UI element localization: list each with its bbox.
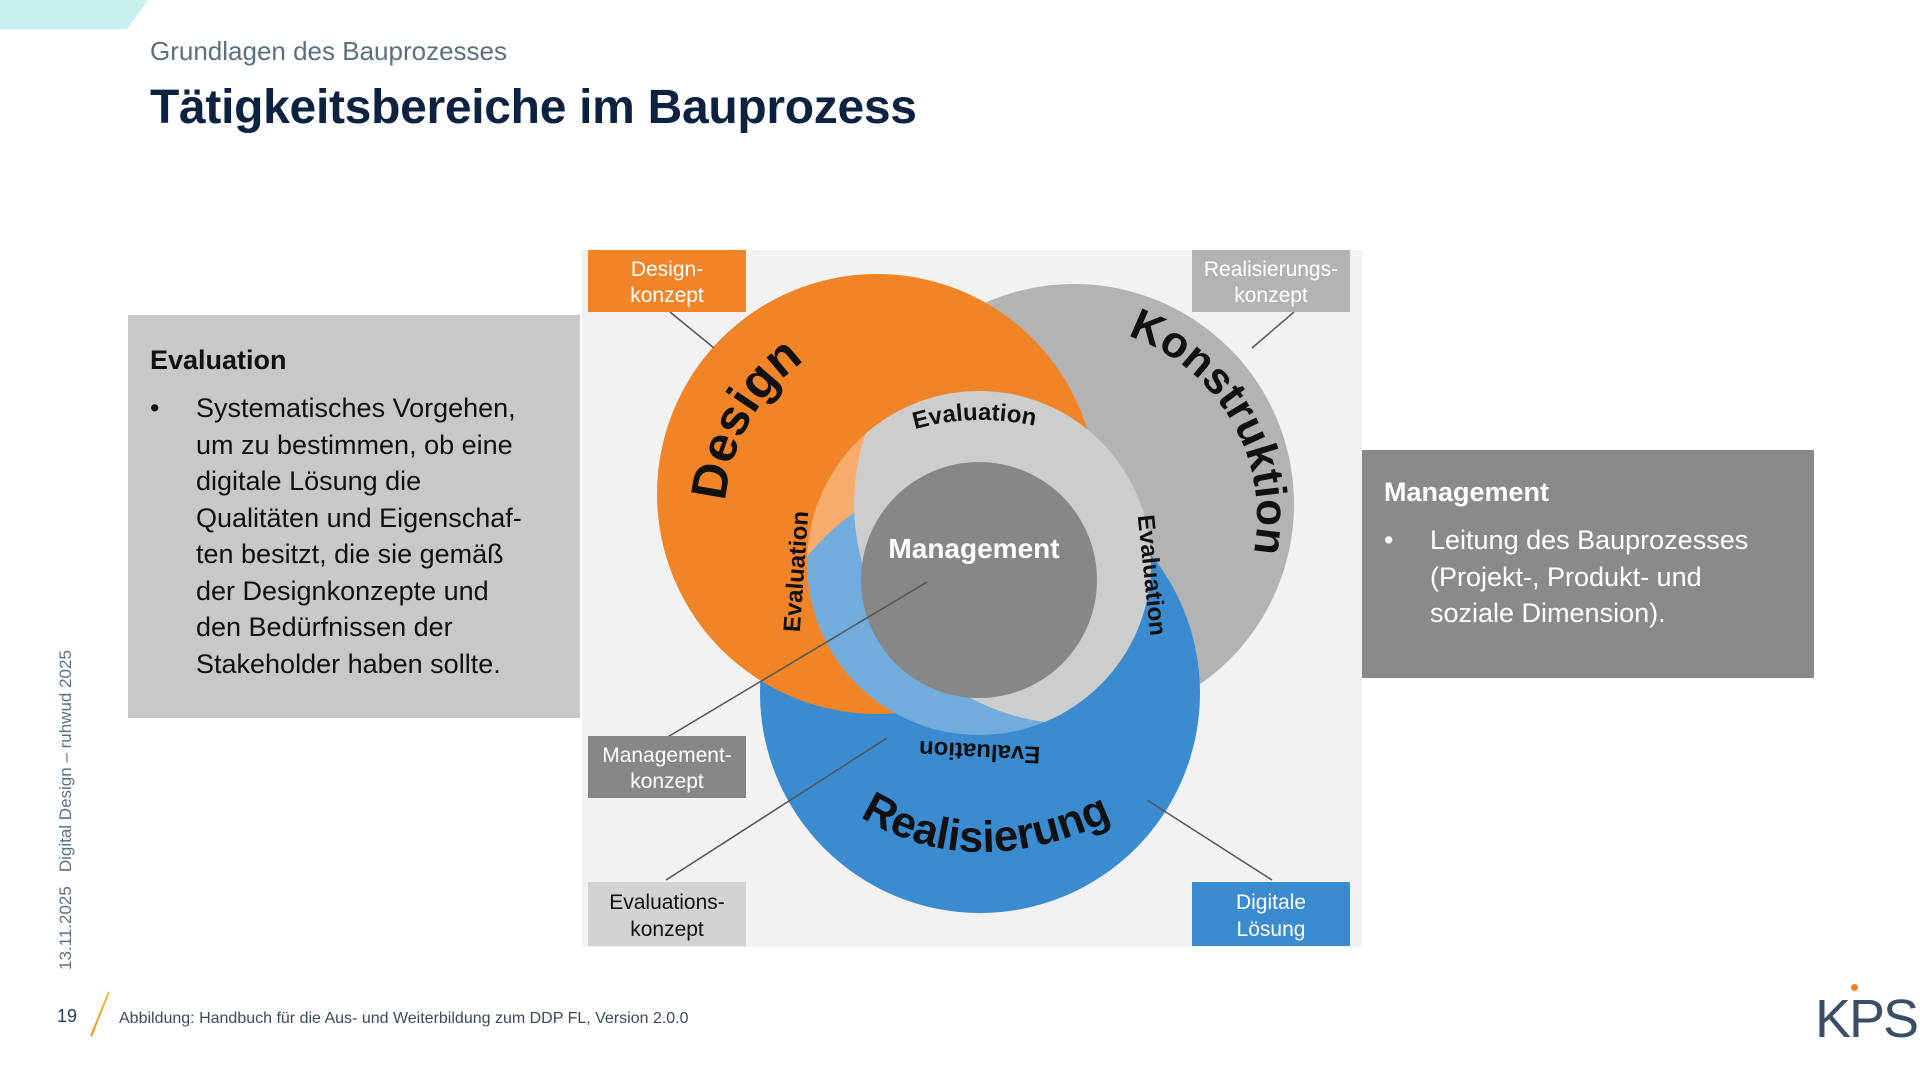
design-konzept-tag: Design- konzept (588, 250, 746, 312)
evaluations-konzept-tag: Evaluations- konzept (588, 882, 746, 946)
realisierungs-konzept-line2: konzept (1234, 284, 1308, 307)
evaluation-bullet: • Systematisches Vorgehen, um zu bestimm… (150, 390, 556, 682)
page-title: Tätigkeitsbereiche im Bauprozess (150, 81, 917, 134)
management-bullet-text: Leitung des Bauprozesses (Projekt-, Prod… (1430, 525, 1749, 628)
digitale-loesung-tag: Digitale Lösung (1192, 882, 1350, 946)
bauprozess-diagram: Design Konstruktion Realisierung Evaluat… (582, 250, 1362, 947)
bullet-icon: • (150, 393, 160, 423)
evaluations-konzept-line1: Evaluations- (609, 891, 725, 914)
evaluations-konzept-line2: konzept (630, 918, 704, 941)
section-kicker: Grundlagen des Bauprozesses (150, 36, 508, 66)
realisierungs-konzept-tag: Realisierungs- konzept (1192, 250, 1350, 312)
design-konzept-line2: konzept (630, 284, 704, 307)
corner-accent (0, 0, 148, 29)
connector-lines (665, 311, 1295, 881)
management-konzept-line2: konzept (630, 770, 704, 793)
design-konzept-line1: Design- (631, 258, 703, 281)
evaluation-label-bottom: Evaluation (918, 735, 1041, 768)
figure-source: Abbildung: Handbuch für die Aus- und Wei… (119, 1010, 689, 1027)
side-meta: 13.11.2025 Digital Design – ruhwud 2025 (56, 636, 76, 970)
management-heading: Management (1384, 477, 1550, 507)
digitale-loesung-line2: Lösung (1237, 918, 1306, 941)
management-box: Management • Leitung des Bauprozesses (P… (1361, 450, 1814, 678)
management-center-label: Management (888, 533, 1059, 564)
evaluation-box: Evaluation • Systematisches Vorgehen, um… (128, 315, 580, 718)
evaluation-heading: Evaluation (150, 345, 287, 375)
management-core (861, 462, 1097, 698)
management-konzept-tag: Management- konzept (588, 736, 746, 798)
side-date: 13.11.2025 (56, 886, 75, 970)
page-number: 19 (57, 1006, 78, 1026)
logo-dot-icon (1851, 984, 1858, 991)
realisierungs-konzept-line1: Realisierungs- (1204, 258, 1338, 281)
management-bullet: • Leitung des Bauprozesses (Projekt-, Pr… (1384, 522, 1790, 632)
slash-accent (90, 991, 110, 1037)
management-konzept-line1: Management- (602, 744, 732, 767)
side-course: Digital Design – ruhwud 2025 (56, 650, 75, 873)
bullet-icon: • (1384, 525, 1394, 555)
kps-logo: KPS (1815, 989, 1919, 1049)
digitale-loesung-line1: Digitale (1236, 891, 1306, 914)
evaluation-bullet-text: Systematisches Vorgehen, um zu bestimmen… (196, 393, 522, 679)
